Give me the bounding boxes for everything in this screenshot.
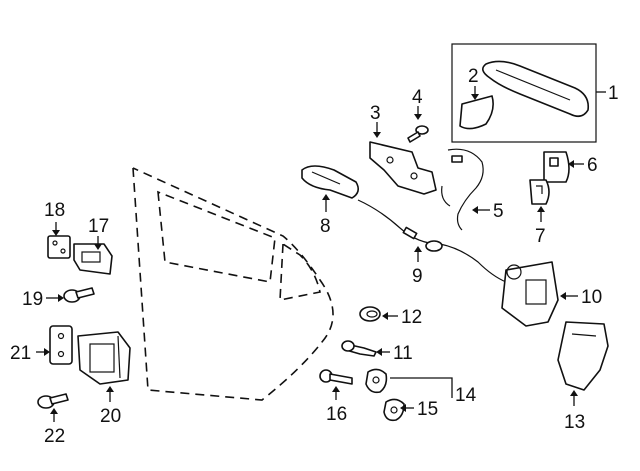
callout-20: 21 (10, 343, 31, 364)
callout-7: 7 (535, 226, 546, 247)
lower-hinge-shim (49, 325, 73, 365)
callout-15: 15 (417, 399, 438, 420)
callout-9: 9 (412, 266, 423, 287)
handle-cap (459, 95, 494, 130)
door-latch-actuator (501, 261, 559, 327)
striker-plates (365, 368, 453, 422)
callout-13: 13 (564, 412, 585, 433)
callout-14: 14 (455, 385, 477, 406)
hinge-bolt (63, 287, 95, 303)
callout-19: 19 (22, 289, 43, 310)
callout-5: 5 (493, 201, 504, 222)
upper-hinge (73, 243, 113, 275)
handle-screw (407, 125, 429, 143)
callout-6: 6 (587, 155, 598, 176)
callout-10: 10 (581, 287, 602, 308)
leader-arrows (36, 86, 584, 422)
callout-21: 20 (100, 406, 121, 427)
outside-handle-assembly (451, 43, 606, 143)
latch-bolt (341, 340, 377, 357)
callout-17: 17 (88, 216, 109, 237)
callout-11: 11 (393, 343, 413, 364)
callout-numbers: 1 2 3 4 5 6 7 8 9 10 11 12 13 14 15 16 1… (10, 66, 619, 447)
latch-cover (557, 321, 609, 391)
handle-bracket (369, 141, 437, 195)
outside-handle-cable (441, 148, 484, 231)
hinge-shim (47, 235, 71, 259)
callout-8: 8 (320, 216, 331, 237)
inside-handle (301, 165, 360, 199)
callout-18: 18 (44, 200, 65, 221)
striker-bolt (319, 369, 353, 385)
outside-handle (482, 60, 590, 118)
callout-1: 1 (608, 83, 619, 104)
door-shell-outline (132, 167, 334, 401)
callout-3: 3 (370, 103, 381, 124)
cylinder-cap (529, 179, 550, 205)
callout-4: 4 (412, 87, 423, 108)
handle-group-box (451, 43, 597, 143)
lower-hinge (77, 331, 131, 385)
cylinder-cover (543, 151, 570, 183)
callout-12: 12 (401, 307, 422, 328)
grommet (359, 306, 381, 322)
callout-22: 22 (44, 426, 65, 447)
callout-16: 16 (326, 404, 347, 425)
inside-release-cable (357, 199, 507, 283)
callout-2: 2 (468, 66, 479, 87)
lower-hinge-bolt (37, 393, 69, 409)
